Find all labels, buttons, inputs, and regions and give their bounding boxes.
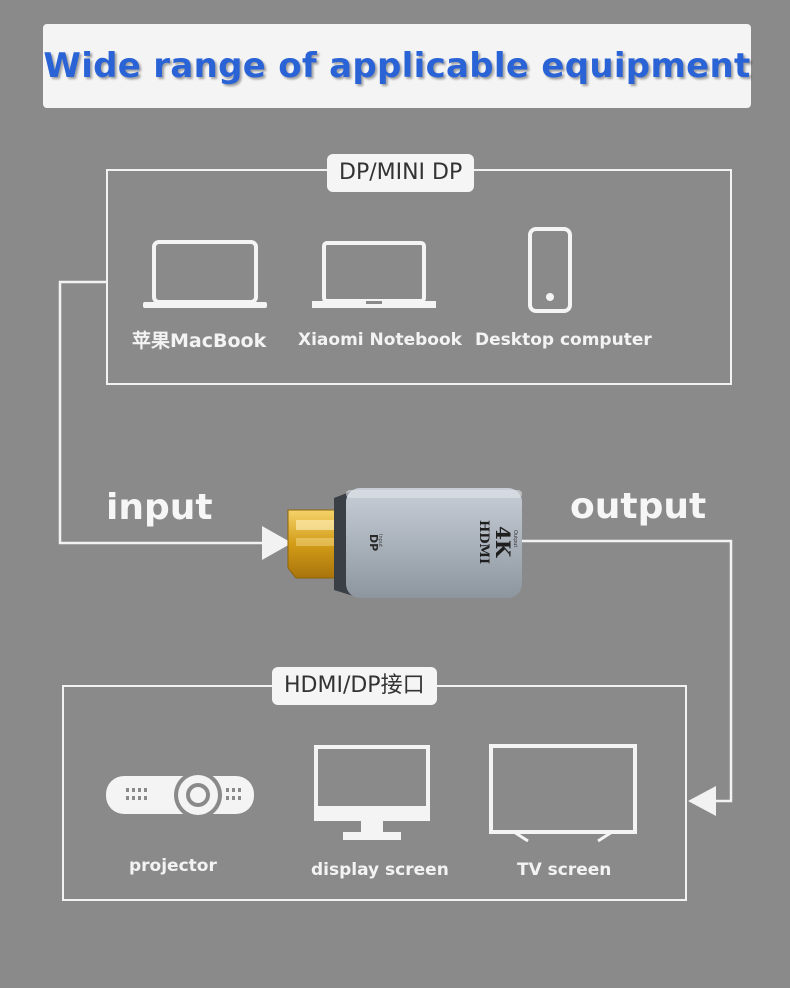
device-label-macbook: 苹果MacBook [132, 330, 267, 352]
device-label-desktop: Desktop computer [475, 330, 652, 350]
input-arrow-icon [262, 526, 292, 560]
device-label-projector: projector [129, 856, 217, 876]
adapter-hdmi-marking: HDMI 4K Output [476, 520, 518, 564]
title-banner: Wide range of applicable equipment [43, 24, 751, 108]
svg-text:DP: DP [367, 534, 380, 551]
adapter-dp-marking: DP Input [367, 534, 383, 551]
svg-text:HDMI: HDMI [476, 520, 491, 564]
phone-icon [528, 227, 572, 313]
source-group-label: DP/MINI DP [327, 154, 475, 192]
device-label-tv: TV screen [517, 860, 612, 880]
input-line [58, 280, 262, 545]
output-line [522, 539, 733, 803]
svg-text:Input: Input [377, 534, 383, 547]
input-label: input [106, 487, 213, 528]
svg-text:Output: Output [512, 530, 518, 547]
output-label: output [570, 486, 707, 527]
output-arrow-icon [688, 786, 716, 816]
svg-text:4K: 4K [491, 526, 515, 558]
laptop-icon [143, 240, 267, 308]
projector-icon [106, 771, 254, 819]
dp-to-hdmi-adapter: DP Input HDMI 4K Output [287, 488, 522, 598]
laptop-icon [312, 241, 436, 308]
device-label-xiaomi: Xiaomi Notebook [298, 330, 462, 350]
monitor-icon [314, 745, 430, 840]
tv-icon [489, 744, 637, 843]
target-group-label: HDMI/DP接口 [272, 667, 437, 705]
device-label-display: display screen [311, 860, 449, 880]
page-title: Wide range of applicable equipment [43, 46, 751, 86]
